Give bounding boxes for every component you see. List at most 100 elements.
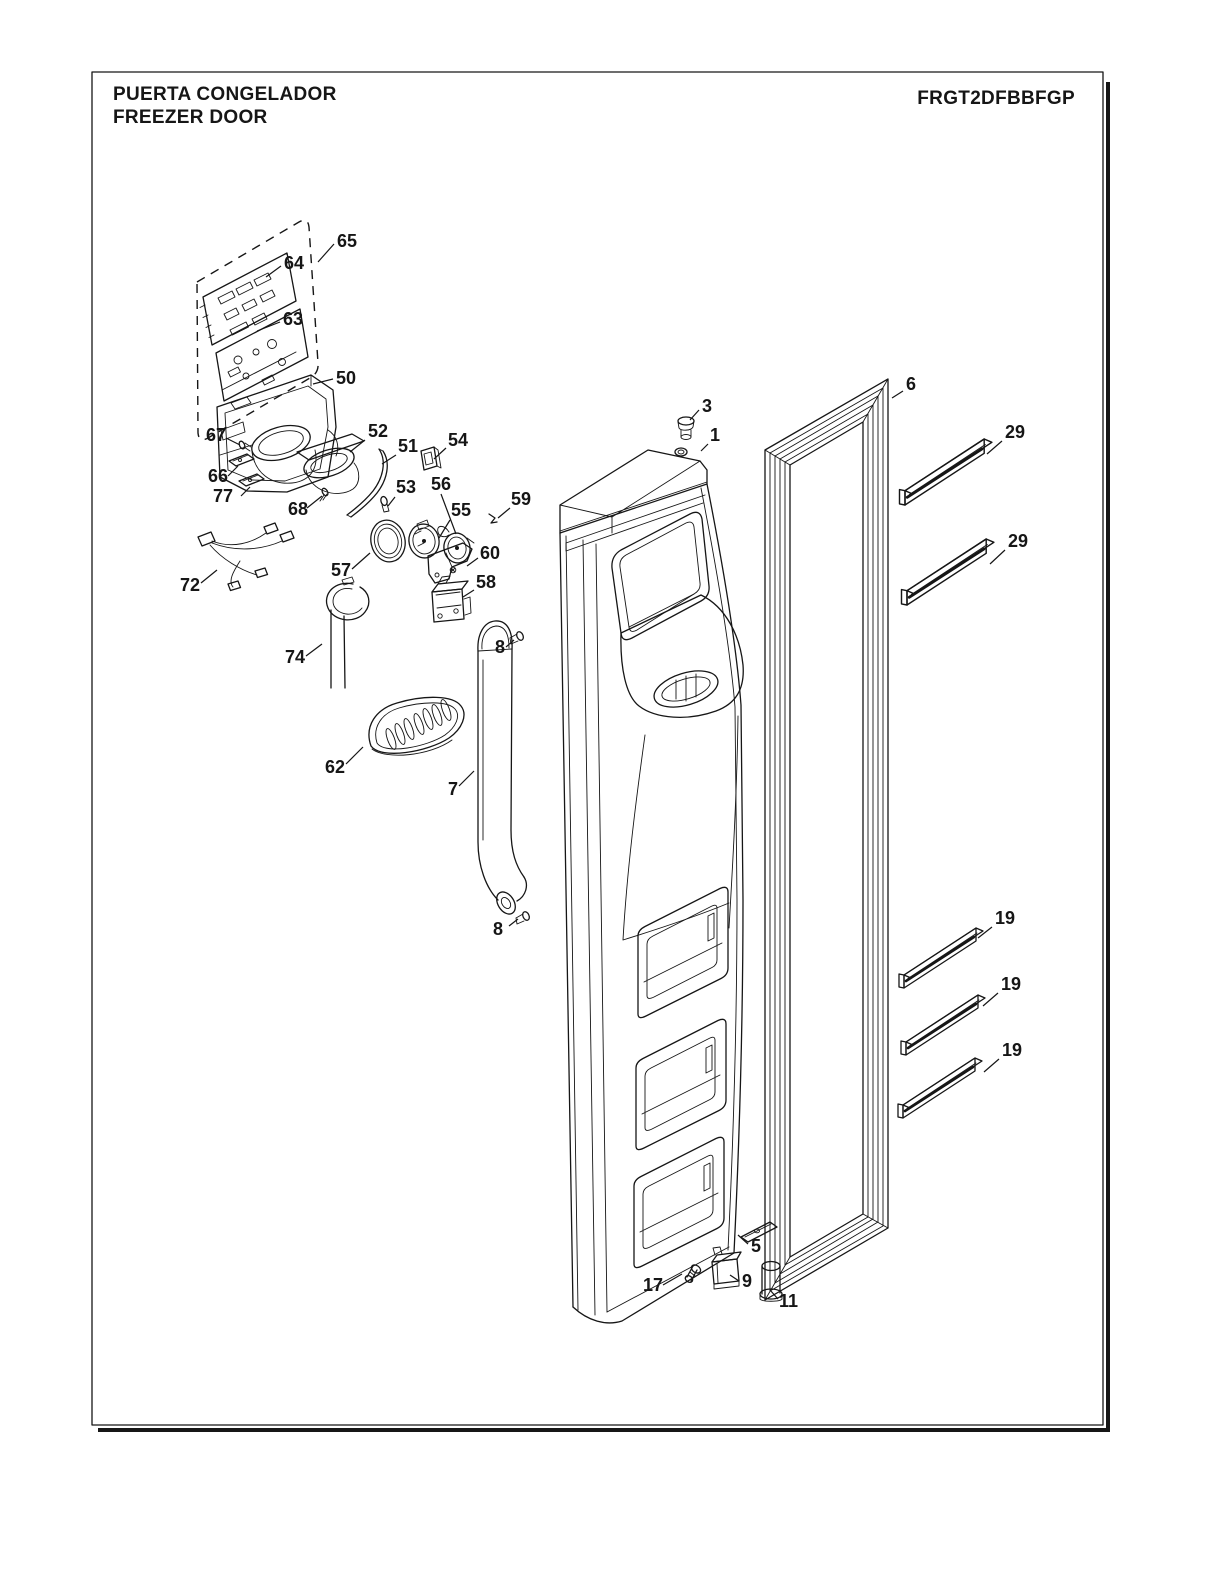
callout-leader-58 (462, 589, 475, 598)
callout-leader-3 (689, 409, 700, 421)
callout-leader-19 (977, 926, 993, 939)
plug-17 (684, 1264, 702, 1284)
callout-leader-8 (505, 639, 515, 648)
screw-8-lower (515, 911, 530, 925)
callout-leader-29 (986, 440, 1003, 455)
part-label-51: 51 (398, 436, 418, 456)
callout-leader-1 (700, 443, 709, 452)
hinge-plug-3 (677, 416, 695, 440)
bracket-60 (427, 542, 473, 584)
callout-leader-19 (982, 992, 999, 1007)
callout-leader-53 (387, 496, 396, 507)
part-label-29: 29 (1008, 531, 1028, 551)
part-label-63: 63 (283, 309, 303, 329)
dispenser-housing-50 (216, 374, 339, 493)
door-rail-19-2 (900, 994, 986, 1056)
page-border (91, 71, 1110, 1432)
wire-harness-72 (197, 522, 295, 592)
part-label-56: 56 (431, 474, 451, 494)
part-label-54: 54 (448, 430, 468, 450)
part-label-66: 66 (208, 466, 228, 486)
bracket-66 (228, 453, 255, 467)
door-rail-19-3 (897, 1057, 983, 1119)
diagram-title: PUERTA CONGELADOR FREEZER DOOR (113, 83, 337, 129)
callout-leader-17 (662, 1273, 683, 1286)
part-label-50: 50 (336, 368, 356, 388)
part-label-6: 6 (906, 374, 916, 394)
ring-57 (370, 519, 406, 563)
callout-leader-51 (381, 454, 397, 465)
part-label-58: 58 (476, 572, 496, 592)
freezer-door-1 (559, 447, 744, 1324)
callout-leader-29 (989, 549, 1006, 565)
part-label-8: 8 (495, 637, 505, 657)
door-handle-7 (477, 620, 528, 915)
part-label-19: 19 (1001, 974, 1021, 994)
part-label-74: 74 (285, 647, 305, 667)
callout-leader-65 (317, 243, 335, 263)
diagram-title-spanish: PUERTA CONGELADOR (113, 84, 337, 105)
bracket-5 (740, 1221, 778, 1243)
callout-leader-72 (200, 569, 218, 584)
water-tube-74 (325, 576, 370, 689)
part-label-68: 68 (288, 499, 308, 519)
callout-leader-19 (983, 1058, 1000, 1073)
screw-68 (319, 487, 329, 502)
callout-leader-50 (312, 378, 334, 385)
part-label-55: 55 (451, 500, 471, 520)
model-number: FRGT2DFBBFGP (917, 88, 1075, 109)
hinge-sleeve-11 (759, 1260, 783, 1302)
part-label-5: 5 (751, 1236, 761, 1256)
part-label-3: 3 (702, 396, 712, 416)
coil-disc-56 (437, 525, 475, 564)
callout-leader-5 (737, 1234, 749, 1245)
bracket-77 (238, 473, 265, 487)
callout-leader-66 (227, 465, 239, 477)
part-label-7: 7 (448, 779, 458, 799)
solenoid-bracket-58 (431, 575, 472, 623)
part-label-19: 19 (1002, 1040, 1022, 1060)
callout-leader-60 (466, 557, 479, 567)
power-board-63 (215, 308, 309, 402)
part-label-62: 62 (325, 757, 345, 777)
part-label-29: 29 (1005, 422, 1025, 442)
clip-54 (420, 446, 442, 471)
part-label-59: 59 (511, 489, 531, 509)
callout-leader-62 (345, 746, 364, 765)
actuator-disc-55 (408, 519, 440, 559)
part-label-60: 60 (480, 543, 500, 563)
door-rail-19-1 (898, 927, 984, 989)
part-label-64: 64 (284, 253, 304, 273)
drip-grille-62 (368, 696, 465, 756)
callout-leader-56 (440, 493, 457, 535)
callout-leader-54 (433, 447, 447, 460)
callout-leader-64 (265, 265, 282, 278)
callout-leader-67 (225, 437, 241, 446)
control-board-64 (199, 252, 297, 346)
part-label-65: 65 (337, 231, 357, 251)
part-label-53: 53 (396, 477, 416, 497)
callout-leader-63 (256, 321, 281, 332)
callout-leader-74 (305, 643, 323, 657)
callout-leader-6 (891, 390, 904, 399)
callout-leader-11 (769, 1289, 779, 1300)
screw-53 (380, 495, 390, 513)
callout-leader-55 (438, 519, 451, 539)
part-label-19: 19 (995, 908, 1015, 928)
part-label-8: 8 (493, 919, 503, 939)
part-label-17: 17 (643, 1275, 663, 1295)
control-box-cover-65 (196, 219, 319, 441)
screw-67 (238, 440, 252, 452)
callout-leader-68 (306, 495, 323, 509)
part-label-52: 52 (368, 421, 388, 441)
part-label-72: 72 (180, 575, 200, 595)
part-label-1: 1 (710, 425, 720, 445)
callout-leader-7 (458, 770, 475, 787)
part-label-9: 9 (742, 1271, 752, 1291)
callout-leader-8 (508, 918, 519, 927)
part-label-77: 77 (213, 486, 233, 506)
callout-leader-52 (349, 439, 366, 453)
